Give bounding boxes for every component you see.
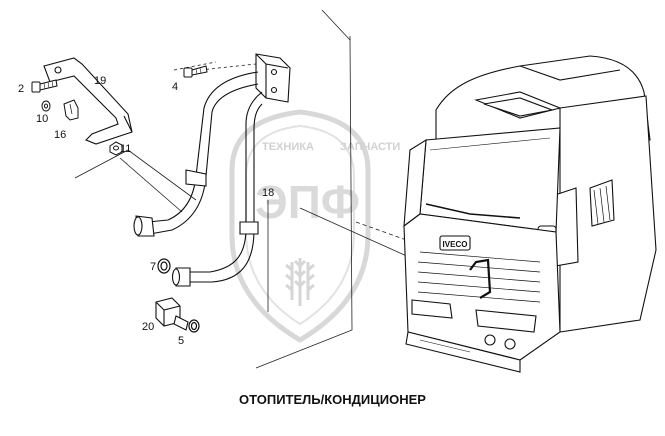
callout-7: 7 bbox=[150, 261, 156, 273]
assembly-lines bbox=[74, 9, 441, 369]
nut-11 bbox=[109, 141, 123, 156]
pipe-assembly-18 bbox=[133, 53, 291, 287]
washer-10 bbox=[41, 100, 51, 112]
cab-pipe-route bbox=[469, 258, 492, 299]
callout-16: 16 bbox=[54, 129, 66, 141]
callout-10: 10 bbox=[36, 113, 48, 125]
bolt-2 bbox=[31, 79, 58, 93]
pressure-switch-20 bbox=[155, 297, 189, 331]
o-ring-7 bbox=[157, 258, 171, 274]
callout-5: 5 bbox=[178, 335, 184, 347]
callout-18: 18 bbox=[262, 187, 274, 199]
callout-11: 11 bbox=[120, 143, 131, 155]
callout-2: 2 bbox=[18, 83, 24, 95]
watermark-text-left: ТЕХНИКА bbox=[262, 141, 314, 153]
watermark-text-right: ЗАПЧАСТИ bbox=[340, 141, 400, 153]
truck-cab bbox=[403, 55, 657, 373]
callout-20: 20 bbox=[142, 321, 154, 333]
clip-16 bbox=[63, 99, 79, 121]
watermark: ТЕХНИКА ЗАПЧАСТИ ЭПФ bbox=[229, 109, 400, 343]
callout-4: 4 bbox=[172, 81, 178, 93]
diagram-caption: ОТОПИТЕЛЬ/КОНДИЦИОНЕР bbox=[239, 392, 426, 407]
bracket-19 bbox=[43, 57, 133, 145]
o-ring-5 bbox=[188, 319, 200, 333]
wheat-icon bbox=[285, 258, 315, 306]
callout-19: 19 bbox=[94, 75, 106, 87]
truck-badge-text: IVECO bbox=[443, 240, 468, 249]
watermark-logo-text: ЭПФ bbox=[255, 176, 360, 228]
bolt-4 bbox=[183, 65, 208, 78]
